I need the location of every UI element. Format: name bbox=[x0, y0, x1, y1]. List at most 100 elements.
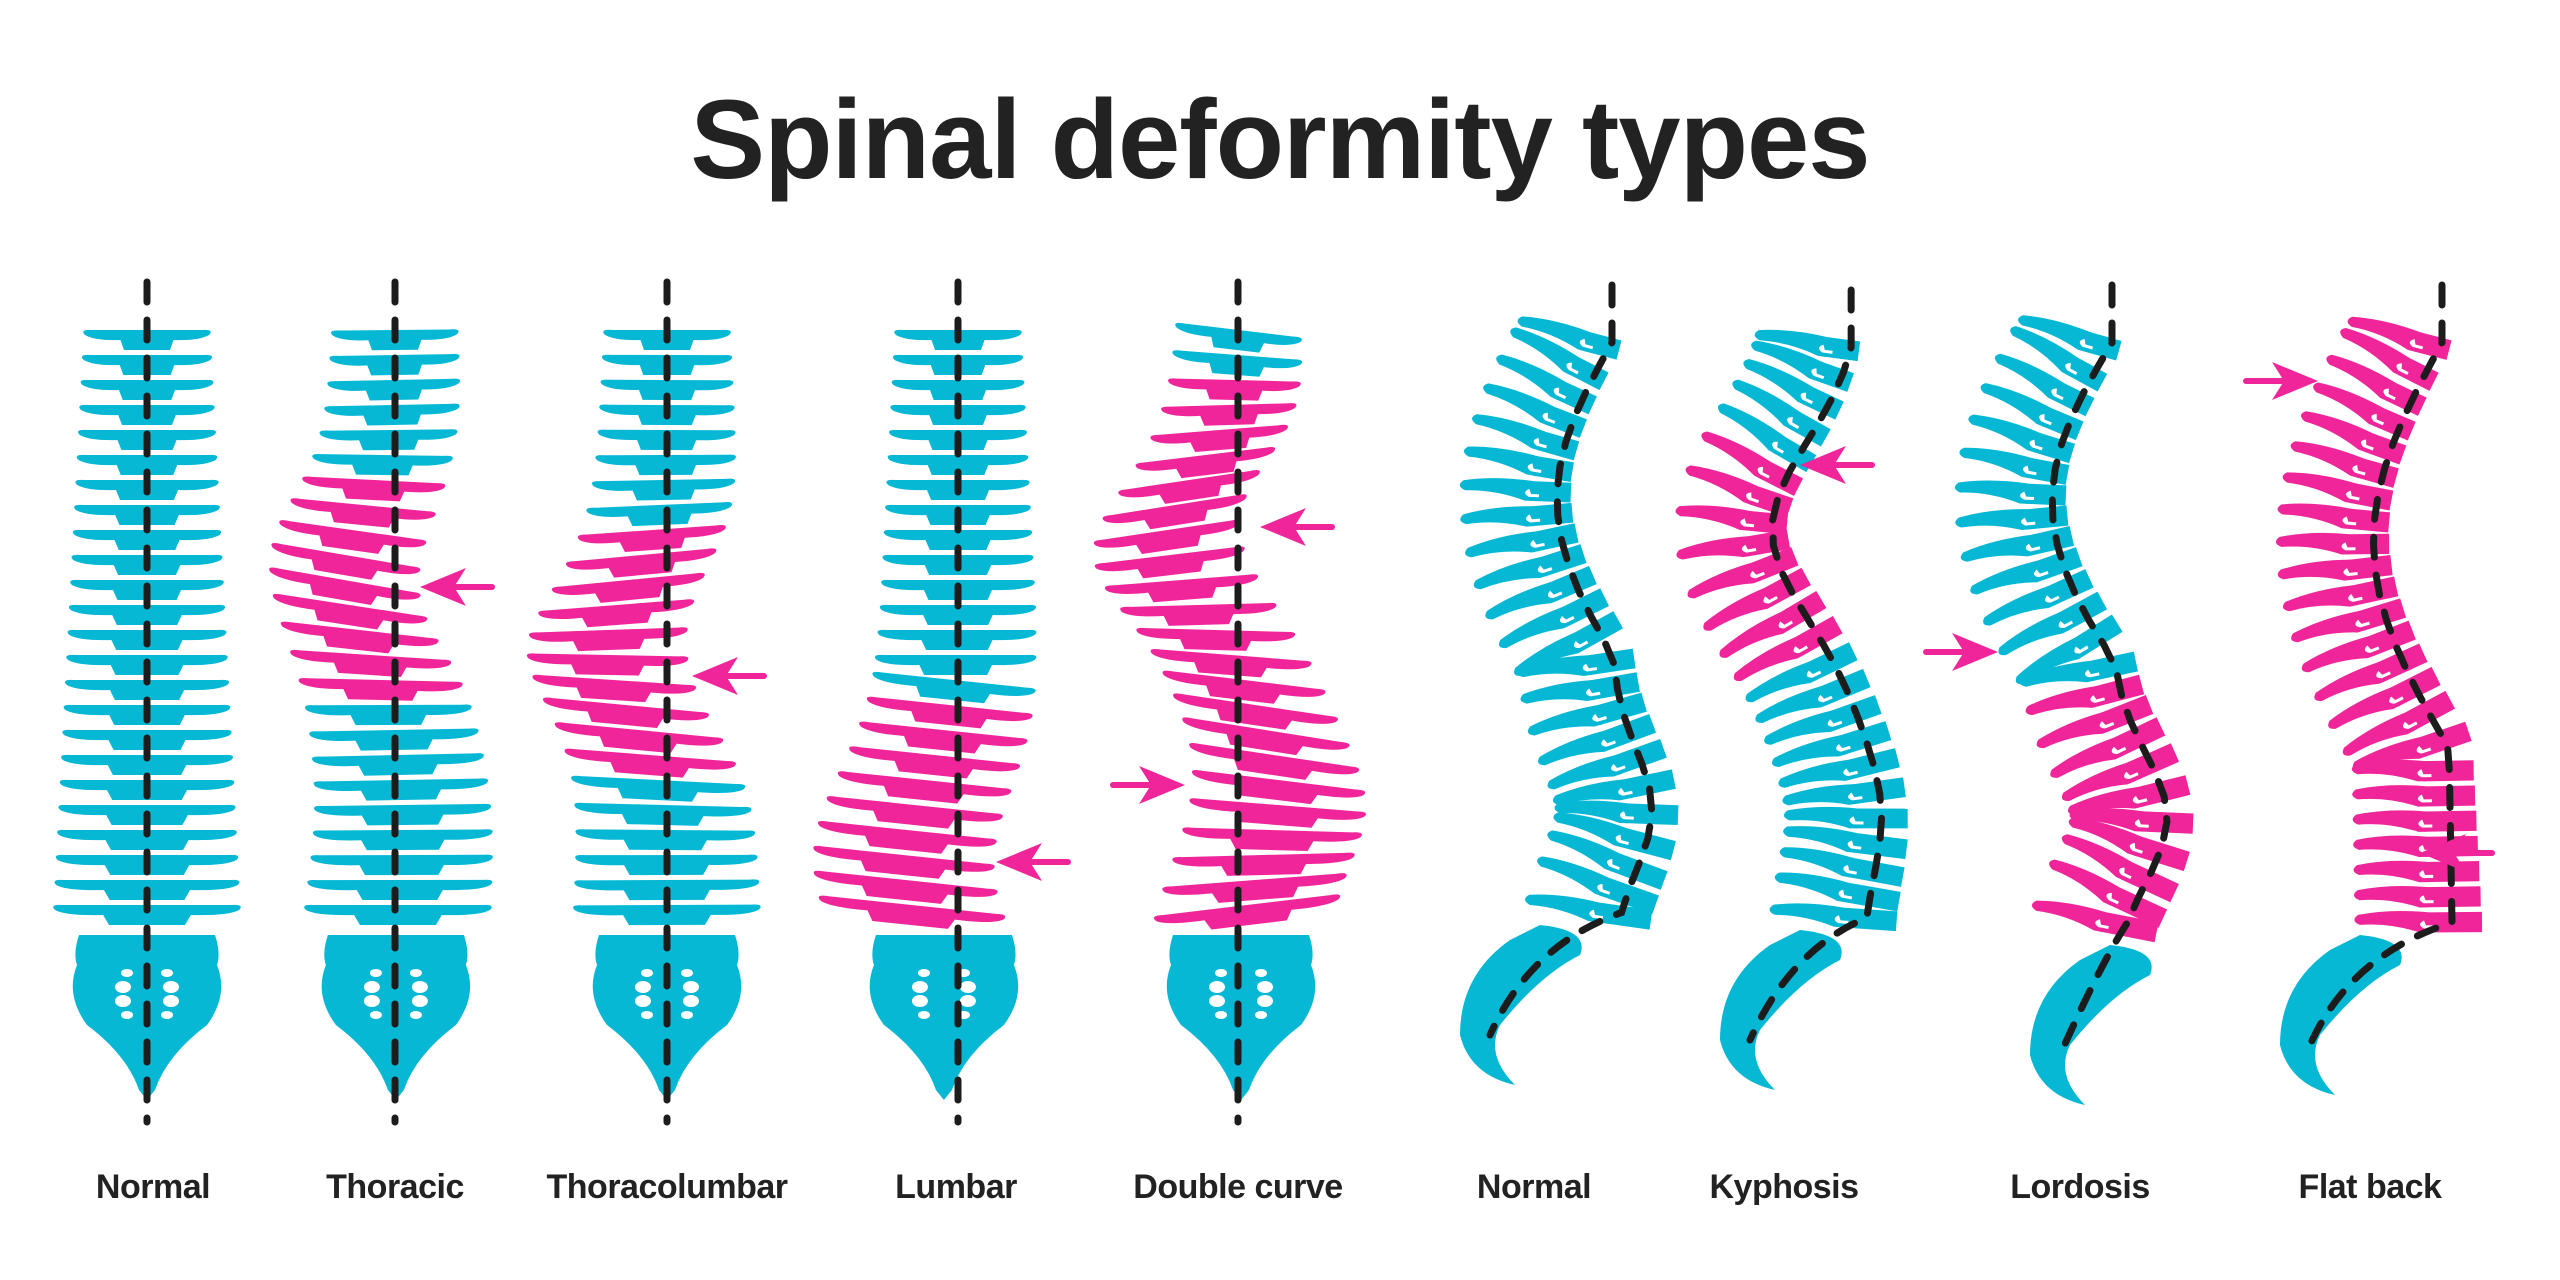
spinous-process bbox=[1955, 509, 2030, 531]
vertebra bbox=[1980, 383, 2084, 441]
vertebra bbox=[1525, 894, 1653, 930]
spinous-process bbox=[1527, 705, 1603, 736]
vertebra-process bbox=[1173, 693, 1338, 724]
vertebra-body bbox=[350, 461, 414, 476]
vertebra bbox=[313, 778, 489, 801]
vertebra-body bbox=[571, 635, 646, 652]
spinous-process bbox=[1959, 447, 2034, 479]
vertebra bbox=[1732, 379, 1831, 447]
vertebra-body bbox=[2025, 483, 2067, 506]
vertebra-process bbox=[526, 653, 689, 667]
vertebra-body bbox=[621, 911, 713, 926]
sacral-foramen bbox=[640, 969, 653, 977]
spinous-process bbox=[1701, 431, 1771, 480]
sacral-foramen bbox=[121, 1011, 133, 1019]
facet-notch bbox=[2419, 895, 2434, 904]
vertebra-body bbox=[2041, 407, 2084, 441]
facet-notch bbox=[2364, 645, 2380, 653]
arrow-icon bbox=[2420, 834, 2495, 872]
sacral-foramen bbox=[959, 981, 976, 993]
facet-notch bbox=[1843, 768, 1858, 777]
spinous-process bbox=[1769, 903, 1844, 928]
spinous-process bbox=[1483, 383, 1555, 426]
vertebra-body bbox=[2073, 614, 2123, 656]
frontal-views bbox=[53, 278, 1366, 1126]
vertebra-process bbox=[290, 498, 436, 520]
facet-notch bbox=[1601, 739, 1616, 747]
vertebra-body bbox=[634, 461, 698, 476]
vertebra-body bbox=[859, 857, 948, 879]
facet-notch bbox=[1818, 694, 1833, 703]
vertebra bbox=[1687, 547, 1799, 599]
vertebra-body bbox=[1545, 406, 1587, 438]
vertebra-process bbox=[872, 671, 1036, 696]
vertebra-process bbox=[80, 379, 214, 391]
sacral-foramen bbox=[640, 1011, 653, 1019]
facet-notch bbox=[2074, 645, 2089, 654]
label-sagittal-lordosis: Lordosis bbox=[2010, 1168, 2150, 1206]
vertebra-body bbox=[2373, 407, 2416, 441]
vertebra-body bbox=[103, 837, 191, 850]
sacral-foramen bbox=[917, 969, 930, 977]
sacral-foramen bbox=[161, 969, 173, 977]
facet-notch bbox=[1787, 417, 1800, 429]
spine-frontal-lumbar bbox=[813, 278, 1037, 1126]
vertebra-process bbox=[1150, 648, 1312, 670]
vertebra bbox=[2340, 328, 2439, 391]
vertebra-body bbox=[1146, 584, 1218, 603]
spinous-process bbox=[1537, 856, 1609, 897]
vertebra-body bbox=[1205, 386, 1264, 401]
vertebra-body bbox=[318, 532, 386, 554]
vertebra bbox=[1460, 502, 1574, 527]
spinous-process bbox=[2275, 532, 2350, 555]
arrow-head bbox=[692, 657, 738, 695]
facet-notch bbox=[1740, 518, 1755, 528]
spinous-process bbox=[2018, 315, 2091, 352]
vertebra bbox=[1994, 353, 2095, 417]
spinous-process bbox=[1547, 755, 1622, 790]
spinous-process bbox=[2277, 503, 2352, 529]
spinous-process bbox=[2342, 712, 2415, 756]
vertebra-process bbox=[1182, 717, 1350, 750]
vertebra-process bbox=[54, 879, 240, 891]
vertebra-body bbox=[341, 686, 420, 701]
vertebra bbox=[2019, 651, 2138, 687]
vertebra bbox=[1459, 478, 1572, 503]
vertebra-body bbox=[357, 436, 420, 451]
vertebra-body bbox=[1838, 721, 1892, 755]
sacral-foramen bbox=[161, 1011, 173, 1019]
vertebra-body bbox=[1594, 902, 1653, 930]
vertebra-body bbox=[1793, 616, 1843, 656]
sacral-foramen bbox=[369, 1011, 382, 1019]
vertebra bbox=[532, 674, 697, 703]
sacral-foramen bbox=[163, 995, 179, 1007]
spinous-process bbox=[1517, 655, 1592, 678]
arrow-icon bbox=[692, 657, 767, 695]
facet-notch bbox=[1757, 466, 1770, 479]
vertebra bbox=[574, 802, 752, 826]
vertebra bbox=[1783, 826, 1908, 860]
vertebra-body bbox=[2027, 457, 2070, 485]
spinous-process bbox=[1496, 354, 1567, 401]
vertebra bbox=[2352, 785, 2476, 807]
spinous-process bbox=[1460, 506, 1535, 527]
vertebra-body bbox=[1625, 803, 1679, 826]
facet-notch bbox=[2111, 746, 2127, 754]
spinous-process bbox=[2036, 712, 2111, 749]
spinous-process bbox=[1554, 800, 1629, 824]
vertebra-body bbox=[2350, 483, 2394, 511]
facet-notch bbox=[1849, 816, 1864, 825]
vertebra-body bbox=[348, 711, 428, 726]
vertebra-process bbox=[298, 678, 463, 692]
vertebra-body bbox=[362, 411, 423, 426]
vertebra-process bbox=[327, 378, 461, 391]
vertebra bbox=[2282, 472, 2394, 511]
vertebra bbox=[1960, 526, 2075, 562]
spinous-process bbox=[1743, 359, 1814, 406]
facet-notch bbox=[1793, 645, 1808, 654]
facet-notch bbox=[2095, 919, 2109, 930]
sacral-foramen bbox=[115, 995, 131, 1007]
spinous-process bbox=[1675, 505, 1750, 531]
spinous-process bbox=[1960, 534, 2036, 562]
vertebra-body bbox=[1210, 883, 1300, 903]
